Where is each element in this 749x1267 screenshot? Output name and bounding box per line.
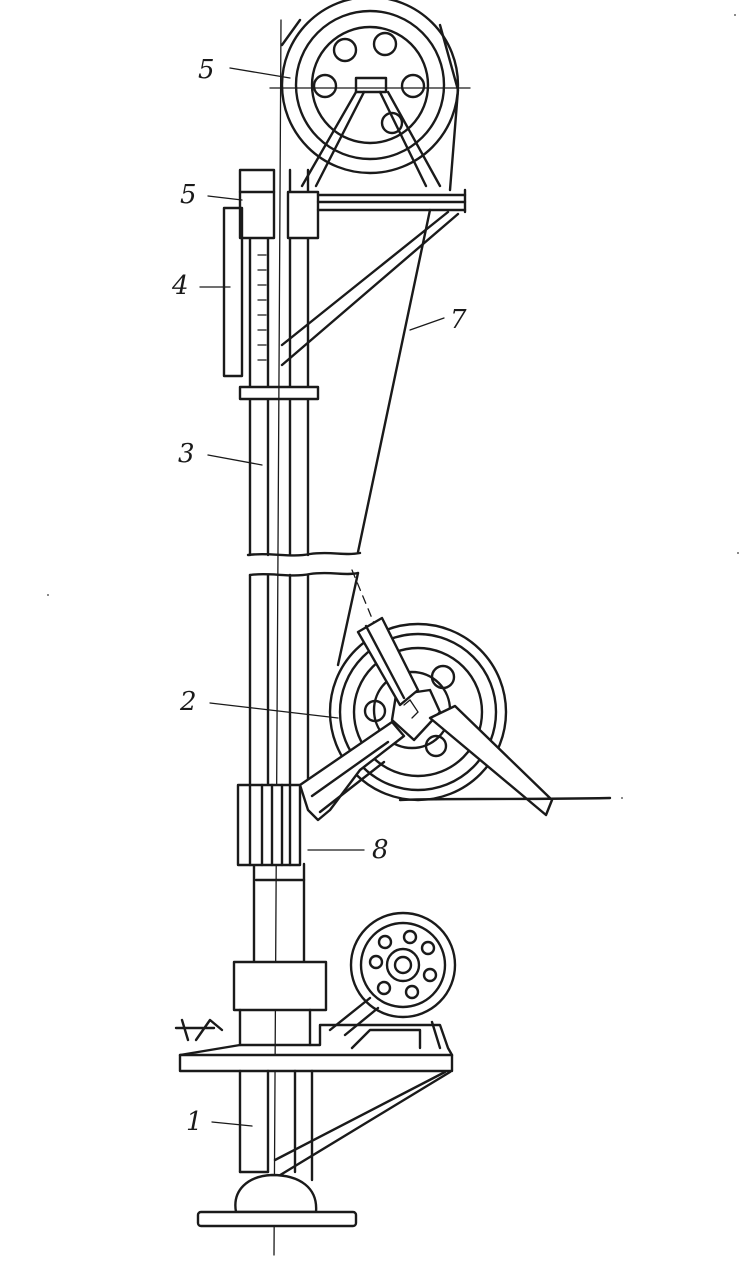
tapered-brace <box>356 208 432 554</box>
callout-scale-plate: 4 <box>171 271 231 301</box>
svg-text:4: 4 <box>171 271 189 301</box>
base-brace <box>270 1070 452 1182</box>
callout-brace: 7 <box>409 305 467 335</box>
lower-tapered-brace <box>336 571 360 667</box>
callout-carriage: 5 <box>180 180 243 210</box>
svg-text:5: 5 <box>198 55 215 85</box>
carriage-blocks <box>238 168 467 240</box>
svg-text:7: 7 <box>450 305 467 335</box>
svg-text:5: 5 <box>180 180 197 210</box>
ground-line <box>398 796 612 802</box>
svg-text:3: 3 <box>178 439 195 469</box>
base-platform <box>174 1018 454 1073</box>
middle-wheel-yoke <box>298 720 406 822</box>
callout-column: 3 <box>178 439 263 469</box>
scale-plate <box>222 206 244 378</box>
base-column <box>238 1069 314 1182</box>
top-wheel-housing <box>280 18 460 192</box>
lower-column <box>248 573 310 964</box>
callout-base-column: 1 <box>186 1107 253 1137</box>
callout-collar: 8 <box>307 835 389 865</box>
base-foot <box>196 1173 358 1228</box>
collar <box>236 783 302 867</box>
top-wheel <box>280 0 460 175</box>
top-wheel-fork <box>300 90 442 188</box>
svg-text:1: 1 <box>186 1107 203 1137</box>
svg-text:2: 2 <box>179 687 197 717</box>
middle-wheel-top-arm <box>351 569 420 707</box>
vertical-center-line <box>273 19 282 1256</box>
svg-text:8: 8 <box>372 835 389 865</box>
small-wheel <box>328 911 457 1037</box>
middle-wheel-tail-arm <box>428 704 554 817</box>
callout-top-wheel: 5 <box>198 55 291 85</box>
upper-brace <box>280 210 460 367</box>
scan-specks <box>47 14 739 799</box>
break-line-upper <box>246 551 362 557</box>
base-housing <box>232 960 328 1047</box>
break-line-lower <box>248 571 360 577</box>
callout-mid-wheel: 2 <box>179 687 339 719</box>
